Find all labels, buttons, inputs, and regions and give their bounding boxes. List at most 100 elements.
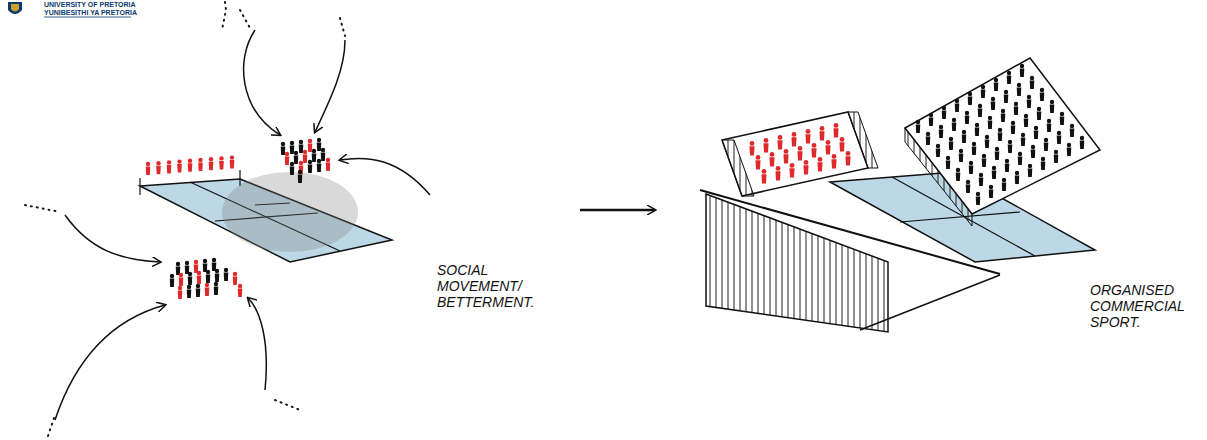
person-figure	[833, 123, 838, 138]
person-figure	[1008, 140, 1013, 153]
person-figure	[978, 104, 983, 117]
person-figure	[1030, 76, 1035, 89]
person-figure	[146, 162, 151, 175]
person-figure	[308, 160, 313, 173]
person-figure	[995, 147, 1000, 160]
person-figure	[936, 144, 941, 157]
person-figure	[1004, 90, 1009, 103]
stadium	[700, 58, 1100, 332]
dotted-trail	[222, 2, 226, 30]
person-figure	[1017, 83, 1022, 96]
person-figure	[1070, 124, 1075, 137]
person-figure	[1037, 107, 1042, 120]
person-figure	[1011, 121, 1016, 134]
person-figure	[1060, 112, 1065, 125]
person-figure	[1002, 178, 1007, 191]
person-figure	[775, 166, 780, 181]
person-figure	[819, 126, 824, 141]
person-figure	[1015, 171, 1020, 184]
person-figure	[755, 155, 760, 170]
person-figure	[845, 151, 850, 166]
person-figure	[205, 283, 210, 296]
person-figure	[1001, 109, 1006, 122]
person-figure	[965, 111, 970, 124]
person-figure	[968, 92, 973, 105]
person-figure	[1034, 126, 1039, 139]
person-figure	[956, 168, 961, 181]
person-figure	[962, 130, 967, 143]
person-figure	[299, 161, 304, 174]
person-figure	[312, 149, 317, 162]
university-logo	[8, 2, 22, 14]
person-figure	[238, 284, 243, 297]
person-figure	[215, 269, 220, 282]
person-figure	[194, 260, 199, 273]
person-figure	[285, 152, 290, 165]
person-figure	[203, 259, 208, 272]
person-figure	[308, 139, 313, 152]
person-figure	[769, 152, 774, 167]
person-figure	[1021, 133, 1026, 146]
person-figure	[1014, 102, 1019, 115]
person-figure	[1024, 114, 1029, 127]
person-figure	[1005, 159, 1010, 172]
person-figure	[1044, 138, 1049, 151]
person-figure	[1047, 119, 1052, 132]
person-figure	[839, 137, 844, 152]
logo-rule	[44, 17, 131, 18]
person-figure	[321, 148, 326, 161]
converging-arrows	[55, 30, 430, 420]
person-figure	[281, 142, 286, 155]
person-figure	[975, 123, 980, 136]
person-figure	[1041, 157, 1046, 170]
person-figure	[177, 159, 182, 172]
person-figure	[179, 273, 184, 286]
person-figure	[959, 149, 964, 162]
person-figure	[188, 159, 193, 172]
person-figure	[831, 154, 836, 169]
person-figure	[763, 138, 768, 153]
person-figure	[998, 128, 1003, 141]
person-figure	[197, 271, 202, 284]
person-figure	[224, 268, 229, 281]
person-figure	[326, 158, 331, 171]
person-figure	[167, 160, 172, 173]
person-figure	[939, 125, 944, 138]
person-figure	[942, 106, 947, 119]
person-figure	[949, 137, 954, 150]
person-figure	[290, 141, 295, 154]
person-figure	[298, 170, 303, 183]
person-figure	[992, 166, 997, 179]
person-figure	[789, 163, 794, 178]
person-figure	[825, 140, 830, 155]
person-figure	[294, 151, 299, 164]
person-figure	[926, 132, 931, 145]
person-figure	[198, 158, 203, 171]
person-figure	[185, 261, 190, 274]
person-figure	[303, 150, 308, 163]
person-figure	[761, 169, 766, 184]
person-figure	[991, 97, 996, 110]
person-figure	[206, 270, 211, 283]
person-figure	[811, 143, 816, 158]
person-figure	[946, 156, 951, 169]
person-figure	[976, 192, 981, 205]
person-figure	[803, 160, 808, 175]
person-figure	[955, 99, 960, 112]
person-figure	[783, 149, 788, 164]
person-figure	[817, 157, 822, 172]
person-figure	[777, 135, 782, 150]
person-figure	[317, 159, 322, 172]
person-figure	[749, 141, 754, 156]
person-figure	[1020, 64, 1025, 77]
person-figure	[988, 116, 993, 129]
person-figure	[952, 118, 957, 131]
person-figure	[209, 157, 214, 170]
person-figure	[233, 272, 238, 285]
person-figure	[156, 161, 161, 174]
person-figure	[989, 185, 994, 198]
person-figure	[1054, 150, 1059, 163]
person-figure	[981, 85, 986, 98]
person-figure	[1067, 143, 1072, 156]
person-figure	[187, 285, 192, 298]
